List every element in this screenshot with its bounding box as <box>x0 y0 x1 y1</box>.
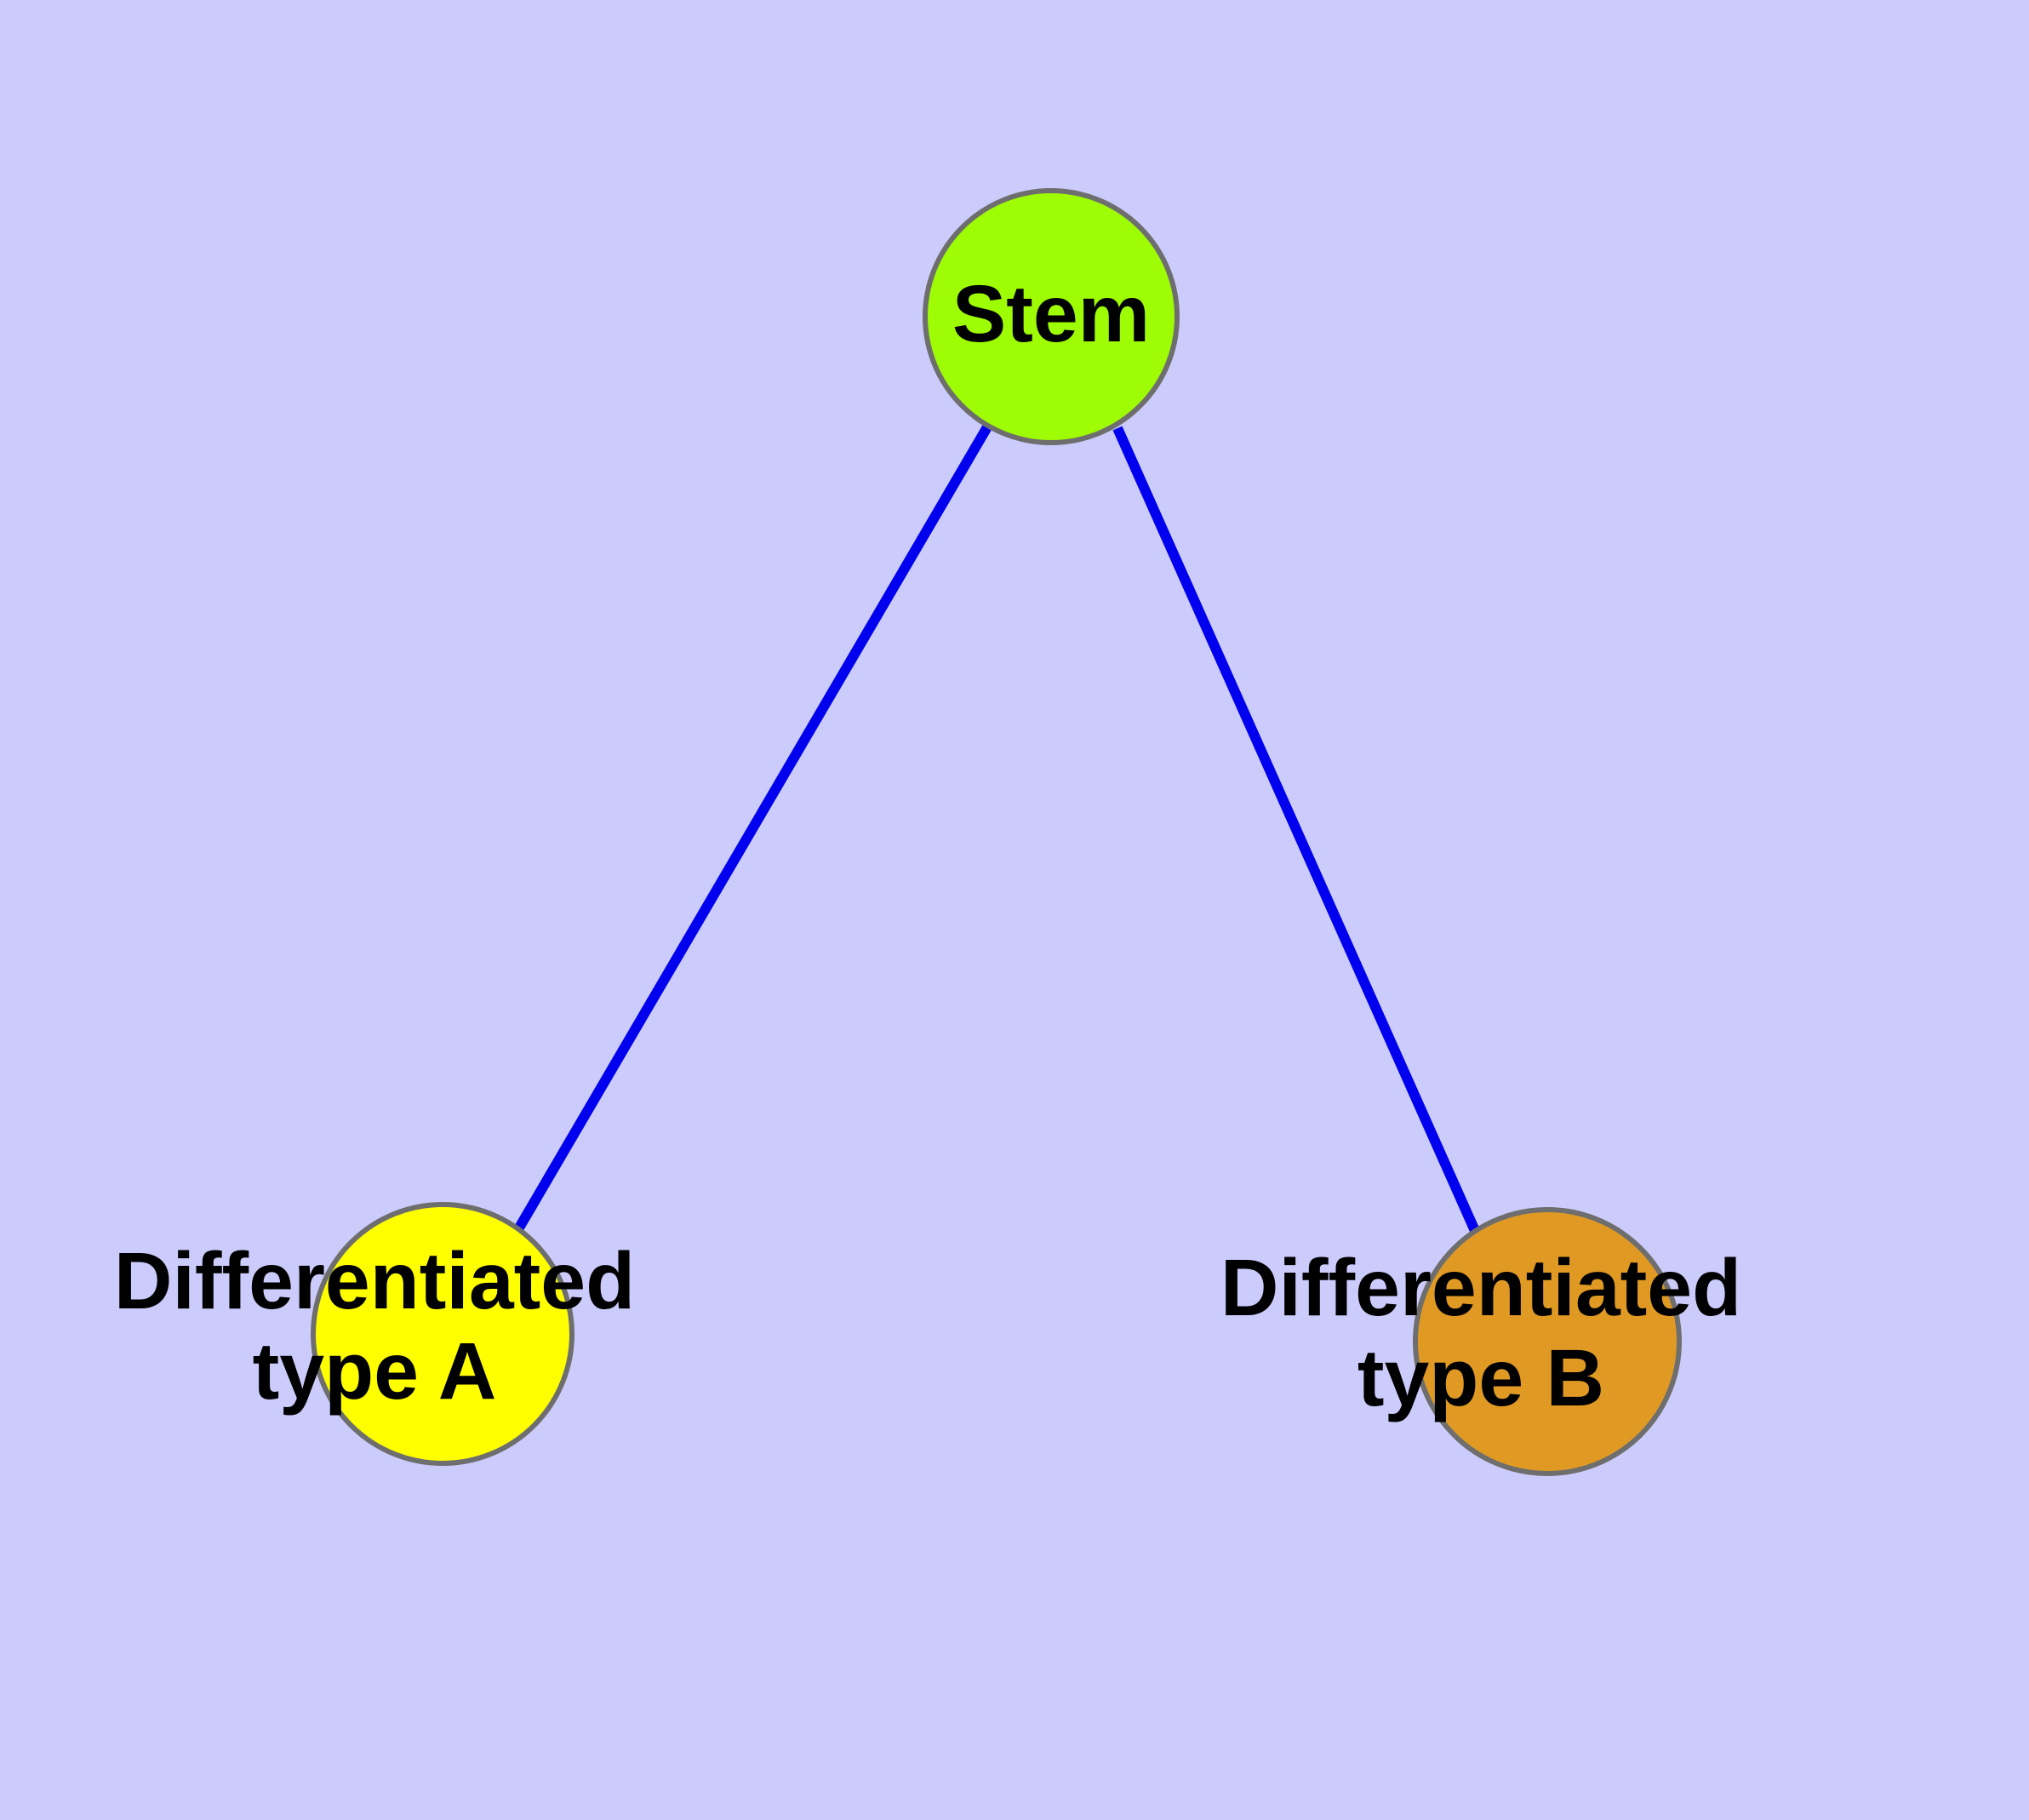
node-label-stem: Stem <box>952 269 1150 359</box>
node-label-line: Differentiated <box>114 1236 635 1326</box>
node-label-line: Differentiated <box>1220 1243 1741 1333</box>
node-label-line: Stem <box>952 269 1150 359</box>
node-differentiated-type-a[interactable] <box>311 1202 574 1466</box>
edge-stem-to-differentiated-a[interactable] <box>513 422 993 1233</box>
node-label-line: type A <box>253 1326 497 1417</box>
node-stem[interactable] <box>923 188 1180 445</box>
edges-group <box>513 422 1481 1235</box>
nodes-group <box>311 188 1682 1476</box>
node-label-line: type B <box>1357 1333 1604 1423</box>
node-differentiated-type-b[interactable] <box>1413 1207 1682 1476</box>
edge-stem-to-differentiated-b[interactable] <box>1112 426 1481 1235</box>
